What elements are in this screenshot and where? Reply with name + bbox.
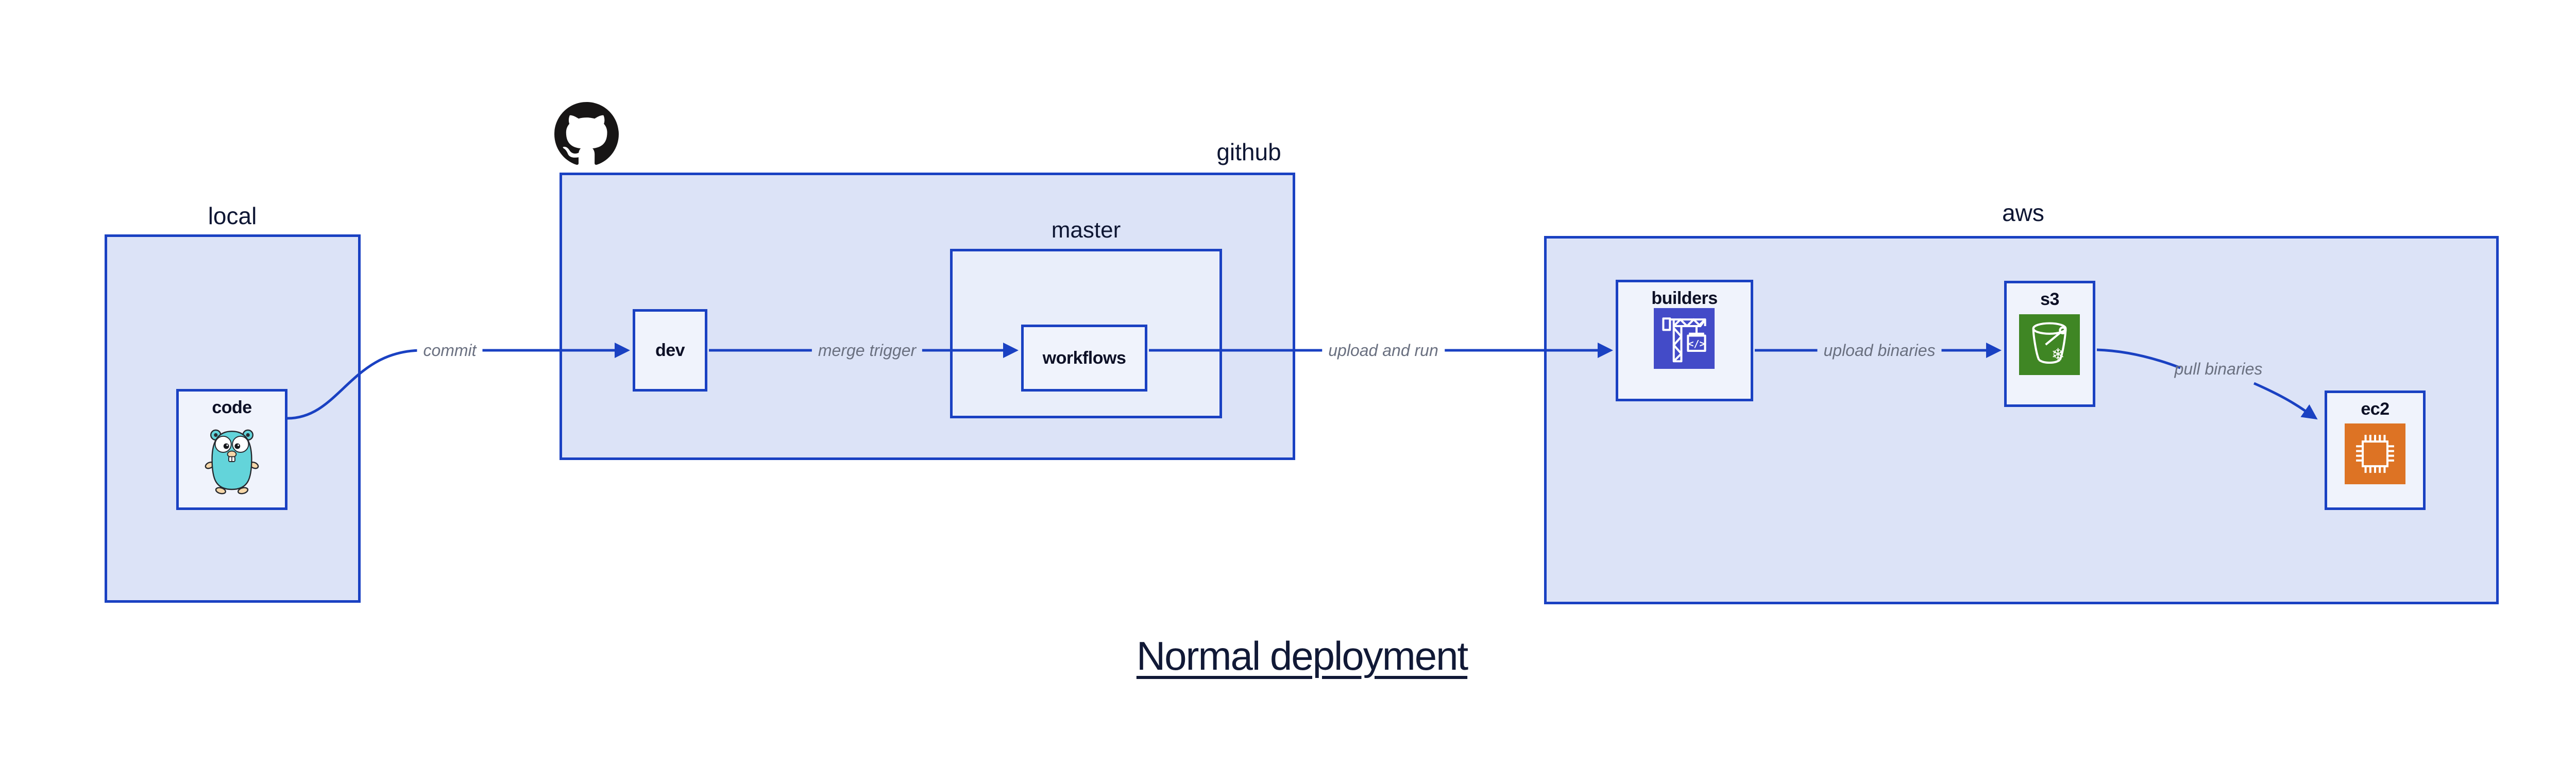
aws-codebuild-crane-icon: </> xyxy=(1654,308,1715,369)
pull-binaries-edge-label: pull binaries xyxy=(2174,360,2263,378)
github-group-label: github xyxy=(1216,139,1281,165)
diagram-title: Normal deployment xyxy=(1136,633,1468,678)
workflows-node-label: workflows xyxy=(1042,348,1126,368)
master-branch-label: master xyxy=(1051,217,1121,243)
merge-trigger-edge-label: merge trigger xyxy=(811,341,923,360)
ec2-node-label: ec2 xyxy=(2361,399,2389,419)
aws-ec2-chip-icon xyxy=(2345,423,2405,484)
upload-binaries-edge-label: upload binaries xyxy=(1817,341,1942,360)
code-node-label: code xyxy=(212,398,252,417)
dev-branch-label: dev xyxy=(655,340,685,360)
commit-edge-label: commit xyxy=(417,341,483,360)
upload-and-run-edge-label: upload and run xyxy=(1322,341,1445,360)
builders-node-label: builders xyxy=(1651,288,1718,308)
svg-text:</>: </> xyxy=(1688,339,1705,350)
github-octocat-icon xyxy=(554,102,619,165)
s3-node-label: s3 xyxy=(2040,290,2059,309)
local-group-label: local xyxy=(208,202,257,229)
go-gopher-icon xyxy=(205,429,259,495)
aws-group-label: aws xyxy=(2002,199,2044,226)
workflows-node-box: workflows xyxy=(1021,325,1147,392)
dev-branch-box: dev xyxy=(633,309,707,392)
aws-s3-bucket-snowflake-icon: ❄ xyxy=(2019,314,2080,375)
svg-text:❄: ❄ xyxy=(2051,346,2064,364)
